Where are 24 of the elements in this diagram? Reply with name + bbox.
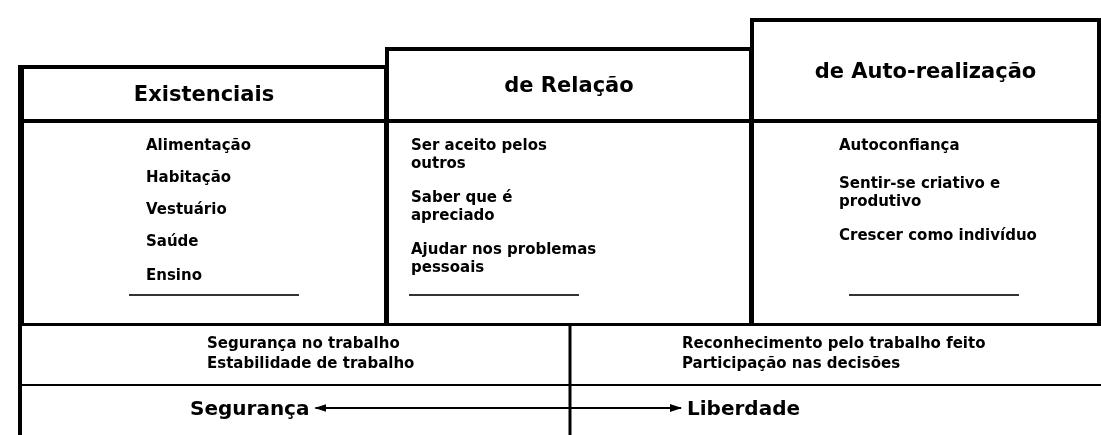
need-item: Autoconfiança <box>839 136 961 154</box>
need-item: Ajudar nos problemas pessoais <box>411 240 598 276</box>
double-arrow <box>314 404 682 412</box>
need-item: Ser aceito pelos outros <box>411 136 548 172</box>
cell-text: Segurança no trabalho <box>207 334 400 352</box>
axis-label: Segurança <box>190 396 310 420</box>
cell-text: Participação nas decisões <box>682 354 901 372</box>
need-item: Saber que é apreciado <box>411 188 514 224</box>
need-item: Saúde <box>146 232 200 250</box>
need-item: Alimentação <box>146 136 252 154</box>
cell-text: Reconhecimento pelo trabalho feito <box>682 334 986 352</box>
need-item: Crescer como indivíduo <box>839 226 1038 244</box>
need-item: Sentir-se criativo e produtivo <box>839 174 1002 210</box>
need-column <box>385 47 753 325</box>
need-column <box>750 18 1101 325</box>
need-item: Ensino <box>146 266 203 284</box>
cell-text: Estabilidade de trabalho <box>207 354 415 372</box>
need-column <box>20 65 388 325</box>
header-text: Existenciais <box>133 82 275 106</box>
header-text: de Relação <box>504 73 634 97</box>
axis-label: Liberdade <box>687 396 801 420</box>
need-item: Habitação <box>146 168 233 186</box>
header-text: de Auto-realização <box>814 58 1037 83</box>
need-item: Vestuário <box>146 200 228 218</box>
